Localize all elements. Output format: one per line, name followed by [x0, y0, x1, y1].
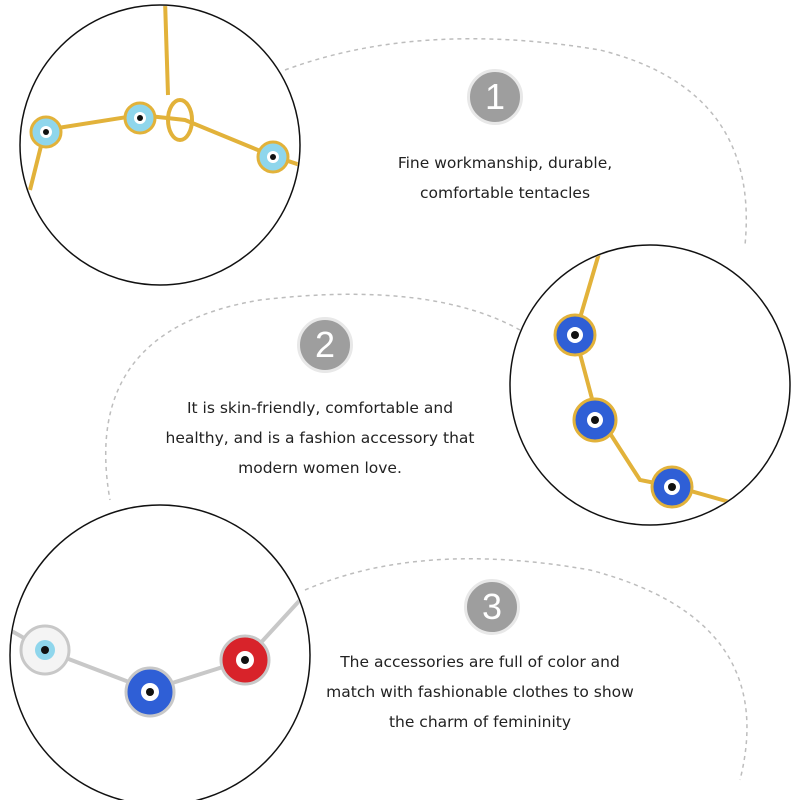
step-badge-1: 1 — [467, 69, 523, 125]
step-badge-3: 3 — [464, 579, 520, 635]
feature-text-3: The accessories are full of color and ma… — [300, 647, 660, 737]
dashed-ellipse-1 — [284, 38, 747, 246]
dashed-ellipse-2 — [105, 293, 521, 501]
feature-line: It is skin-friendly, comfortable and — [186, 399, 454, 417]
product-image-3 — [9, 504, 311, 800]
dashed-ellipse-3 — [304, 558, 748, 781]
feature-line: Fine workmanship, durable, — [397, 154, 613, 172]
feature-line: The accessories are full of color and — [340, 653, 620, 671]
feature-text-2: It is skin-friendly, comfortable and hea… — [140, 393, 500, 483]
feature-line: comfortable tentacles — [419, 184, 591, 202]
feature-line: modern women love. — [238, 459, 402, 477]
product-image-1 — [19, 4, 301, 286]
step-badge-2: 2 — [297, 317, 353, 373]
feature-line: the charm of femininity — [388, 713, 572, 731]
feature-text-1: Fine workmanship, durable, comfortable t… — [355, 148, 655, 208]
feature-line: match with fashionable clothes to show — [326, 683, 634, 701]
feature-line: healthy, and is a fashion accessory that — [165, 429, 475, 447]
product-image-2 — [509, 244, 791, 526]
